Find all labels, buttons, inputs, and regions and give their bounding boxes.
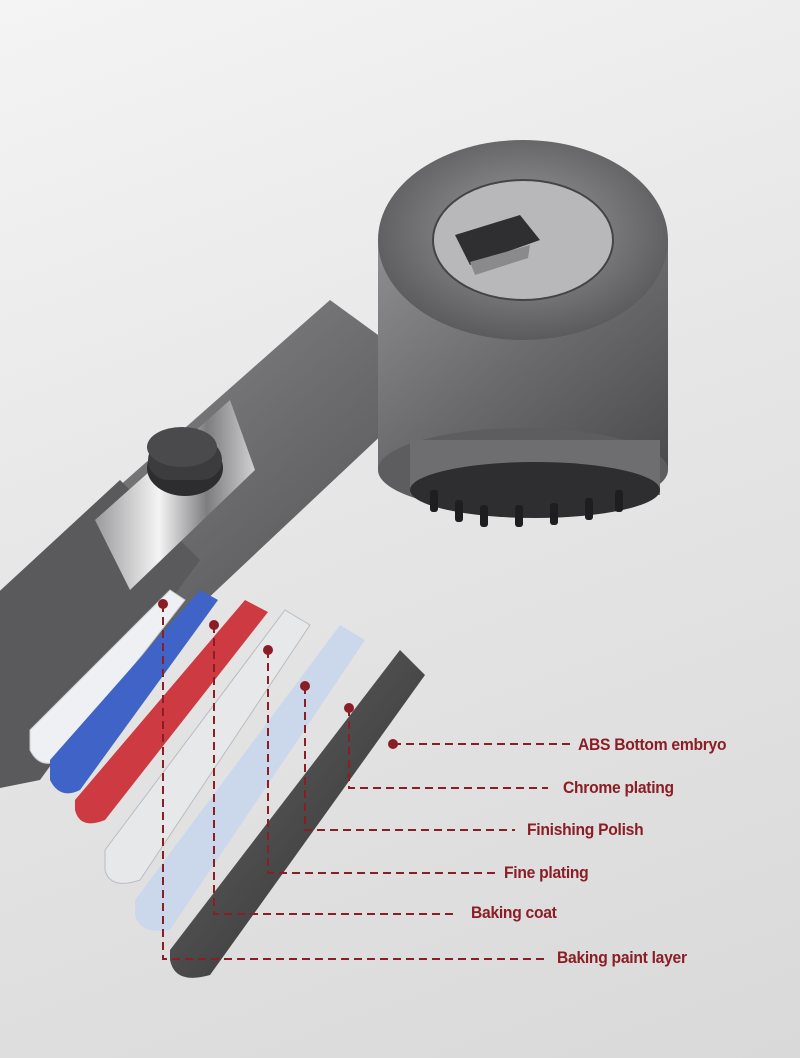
label-baking-coat: Baking coat bbox=[471, 903, 557, 922]
leader-dots bbox=[158, 599, 398, 749]
coating-layers bbox=[29, 589, 425, 978]
label-baking-paint-layer: Baking paint layer bbox=[557, 948, 687, 967]
spray-button bbox=[147, 427, 223, 496]
leader-lines bbox=[162, 604, 570, 960]
nozzles bbox=[430, 490, 623, 527]
label-finishing-polish: Finishing Polish bbox=[527, 820, 644, 839]
label-fine-plating: Fine plating bbox=[504, 863, 589, 882]
label-chrome-plating: Chrome plating bbox=[563, 778, 674, 797]
shower-head bbox=[378, 140, 668, 518]
label-abs-bottom-embryo: ABS Bottom embryo bbox=[578, 735, 727, 754]
